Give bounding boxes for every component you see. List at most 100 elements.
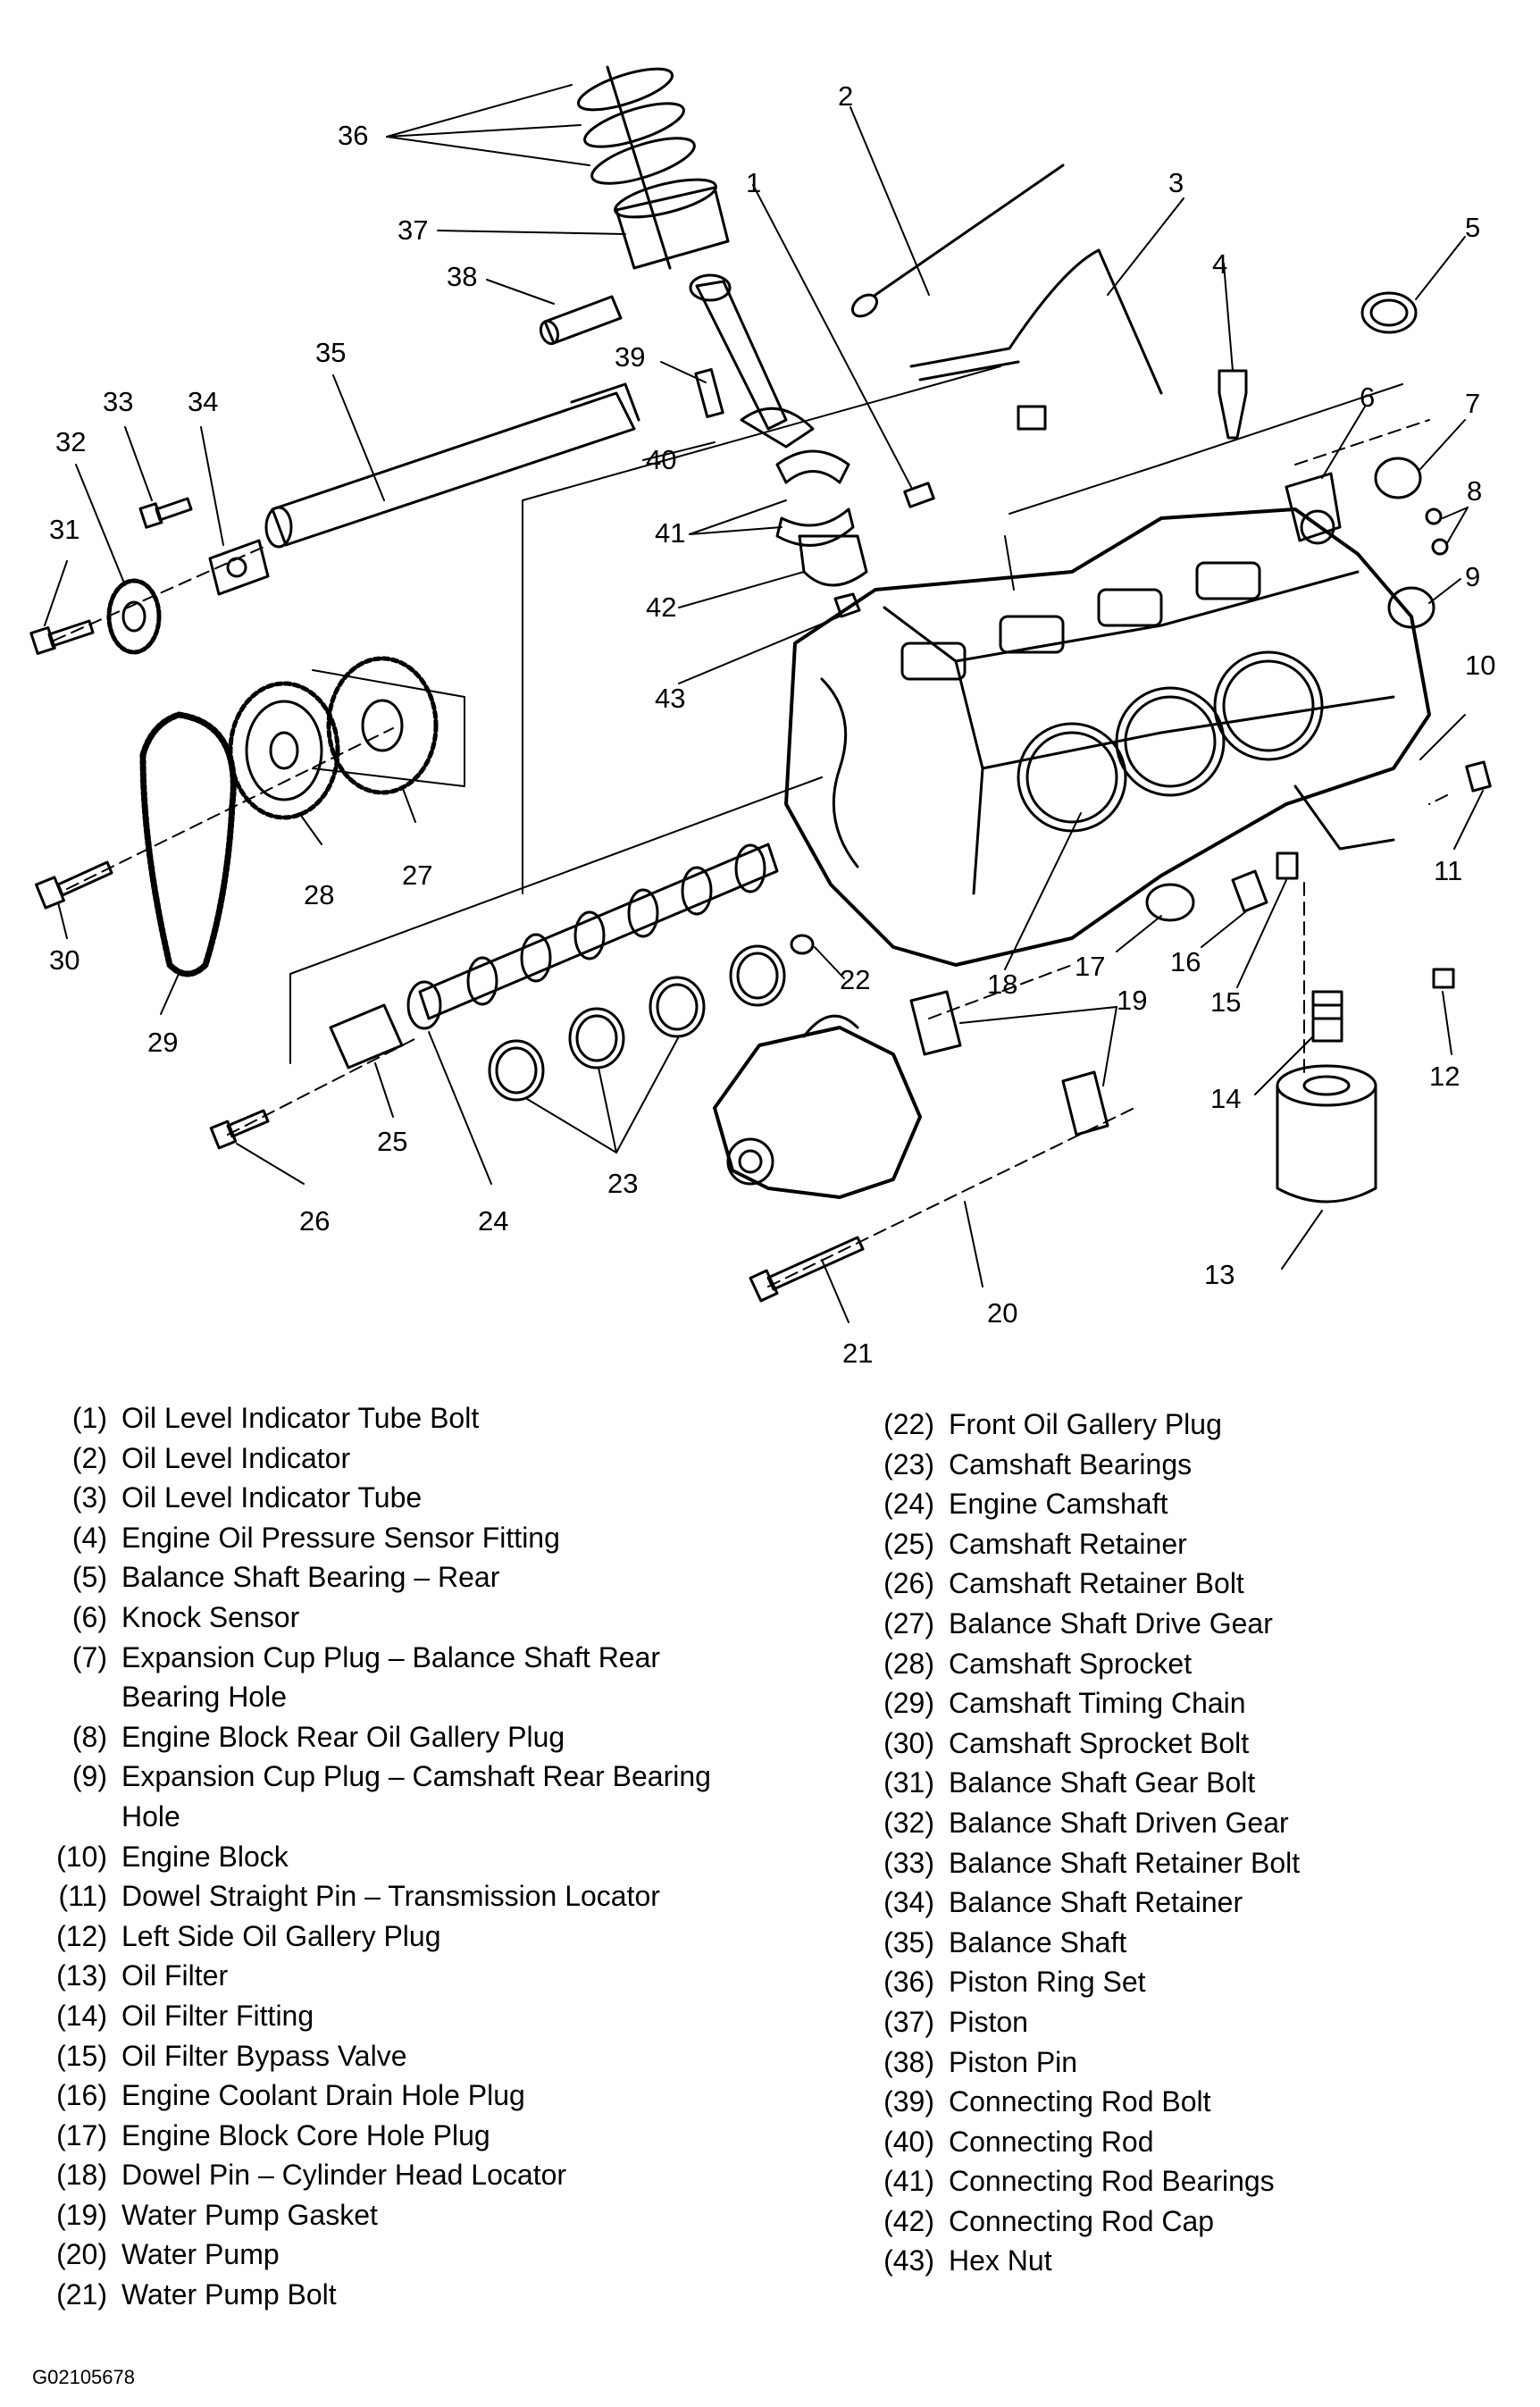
callout-5: 5 [1465, 212, 1480, 243]
legend-item-number: (23) [883, 1447, 934, 1480]
legend-item-number: (3) [71, 1481, 107, 1514]
legend-item: (1)Oil Level Indicator Tube Bolt [32, 1398, 738, 1438]
legend-item-number: (39) [883, 2085, 934, 2118]
balance-shaft-bearing-rear [1360, 291, 1418, 334]
legend-item-label: Oil Filter Fitting [121, 1999, 314, 2032]
knock-sensor [1285, 472, 1342, 545]
callout-42: 42 [646, 591, 676, 623]
hex-nut [833, 592, 861, 618]
camshaft-timing-chain [139, 711, 237, 977]
legend-item-number: (25) [883, 1527, 934, 1560]
legend-item: (17)Engine Block Core Hole Plug [32, 2116, 738, 2156]
oil-level-indicator-tube [909, 248, 1163, 431]
legend-item-number: (26) [883, 1567, 934, 1600]
legend-item: (25)Camshaft Retainer [859, 1524, 1520, 1564]
legend-item-label: Camshaft Retainer Bolt [949, 1567, 1244, 1600]
callout-29: 29 [147, 1027, 178, 1058]
legend-item-number: (11) [58, 1880, 107, 1913]
legend-item: (6)Knock Sensor [32, 1598, 738, 1638]
legend-item-label: Piston Pin [949, 2045, 1078, 2078]
legend-item-label: Oil Level Indicator [121, 1441, 351, 1474]
balance-shaft-retainer-bolt [138, 497, 193, 529]
legend-item-label: Water Pump Bolt [121, 2278, 337, 2311]
legend-item: (23) Camshaft Bearings [859, 1445, 1520, 1485]
legend-item-label: Connecting Rod Bolt [949, 2085, 1211, 2118]
engine-camshaft [406, 843, 779, 1030]
oil-pressure-sensor-fitting [1218, 369, 1248, 440]
legend-item-number: (28) [883, 1647, 934, 1680]
legend-item-label: Balance Shaft Drive Gear [949, 1606, 1273, 1640]
legend-item: (35)Balance Shaft [859, 1923, 1520, 1963]
legend-item-label: Oil Level Indicator Tube [121, 1481, 423, 1514]
legend-item-label: Connecting Rod Cap [949, 2204, 1215, 2237]
callout-41: 41 [655, 517, 685, 549]
callout-16: 16 [1170, 946, 1201, 977]
legend-item-label: Balance Shaft Retainer Bolt [949, 1846, 1301, 1879]
water-pump [713, 1014, 922, 1199]
legend-item-label: Engine Coolant Drain Hole Plug [121, 2079, 525, 2112]
expansion-cup-plug-balance-shaft [1374, 457, 1422, 499]
callout-8: 8 [1467, 475, 1482, 507]
legend-item-label: Hex Nut [949, 2244, 1052, 2277]
legend-item: (15)Oil Filter Bypass Valve [32, 2036, 738, 2076]
piston [614, 178, 730, 270]
legend-item-number: (24) [883, 1488, 934, 1521]
legend-item: (40)Connecting Rod [859, 2122, 1520, 2162]
legend-item: (39) Connecting Rod Bolt [859, 2082, 1520, 2122]
engine-coolant-drain-plug [1231, 869, 1268, 913]
legend-item-number: (8) [71, 1720, 107, 1753]
legend-item-number: (38) [883, 2045, 934, 2078]
leader-lines [44, 84, 1484, 1323]
legend-item-number: (40) [883, 2125, 934, 2158]
camshaft-sprocket [228, 681, 340, 820]
legend-item: (18)Dowel Pin – Cylinder Head Locator [32, 2155, 738, 2195]
legend-item: (42) Connecting Rod Cap [859, 2202, 1520, 2242]
piston-ring-set [576, 65, 696, 270]
connecting-rod-bearings [775, 449, 855, 547]
legend-item: (10)Engine Block [32, 1837, 738, 1877]
legend-item: (4)Engine Oil Pressure Sensor Fitting [32, 1518, 738, 1558]
legend-item: (24)Engine Camshaft [859, 1484, 1520, 1524]
callout-40: 40 [646, 444, 676, 475]
legend-item-label: Engine Block Rear Oil Gallery Plug [121, 1720, 565, 1753]
legend-item-number: (16) [56, 2079, 107, 2112]
callout-35: 35 [315, 337, 346, 368]
legend-item-number: (12) [56, 1919, 107, 1952]
legend-item-number: (21) [56, 2278, 107, 2311]
legend-item: (26) Camshaft Retainer Bolt [859, 1564, 1520, 1604]
callout-3: 3 [1168, 167, 1184, 198]
legend-item-number: (42) [883, 2204, 934, 2237]
legend-item-label: Front Oil Gallery Plug [949, 1408, 1222, 1440]
legend-item-number: (2) [71, 1441, 107, 1474]
legend-item-number: (22) [883, 1408, 934, 1440]
legend-item: (9)Expansion Cup Plug – Camshaft Rear Be… [32, 1757, 738, 1836]
callout-20: 20 [987, 1297, 1017, 1329]
callout-15: 15 [1210, 986, 1241, 1018]
legend-item-number: (34) [883, 1886, 934, 1919]
legend-item-number: (17) [56, 2118, 107, 2151]
legend-item: (38) Piston Pin [859, 2042, 1520, 2083]
legend-item-number: (43) [883, 2244, 934, 2277]
legend-item-label: Balance Shaft [949, 1925, 1127, 1958]
legend-item: (8) Engine Block Rear Oil Gallery Plug [32, 1717, 738, 1757]
oil-filter-fitting [1311, 990, 1343, 1043]
alignment-lines [53, 419, 1448, 1287]
legend-item-label: Oil Level Indicator Tube Bolt [121, 1402, 480, 1434]
callout-7: 7 [1465, 388, 1480, 419]
legend-item: (5)Balance Shaft Bearing – Rear [32, 1557, 738, 1598]
balance-shaft-drive-gear [326, 656, 439, 795]
legend-item: (7)Expansion Cup Plug – Balance Shaft Re… [32, 1638, 738, 1717]
callout-21: 21 [842, 1338, 873, 1369]
legend-item: (34)Balance Shaft Retainer [859, 1883, 1520, 1923]
legend-item-number: (37) [883, 2005, 934, 2038]
legend-item-label: Piston [949, 2005, 1028, 2038]
legend-item-label: Water Pump [121, 2238, 280, 2271]
legend-item: (41)Connecting Rod Bearings [859, 2161, 1520, 2202]
legend-item-label: Camshaft Bearings [949, 1447, 1193, 1480]
callout-4: 4 [1212, 248, 1227, 280]
legend-item: (3) Oil Level Indicator Tube [32, 1478, 738, 1518]
legend-item-label: Knock Sensor [121, 1600, 300, 1633]
legend-item: (32)Balance Shaft Driven Gear [859, 1803, 1520, 1843]
callout-22: 22 [840, 964, 870, 995]
legend-item-label: Connecting Rod Bearings [949, 2165, 1275, 2198]
